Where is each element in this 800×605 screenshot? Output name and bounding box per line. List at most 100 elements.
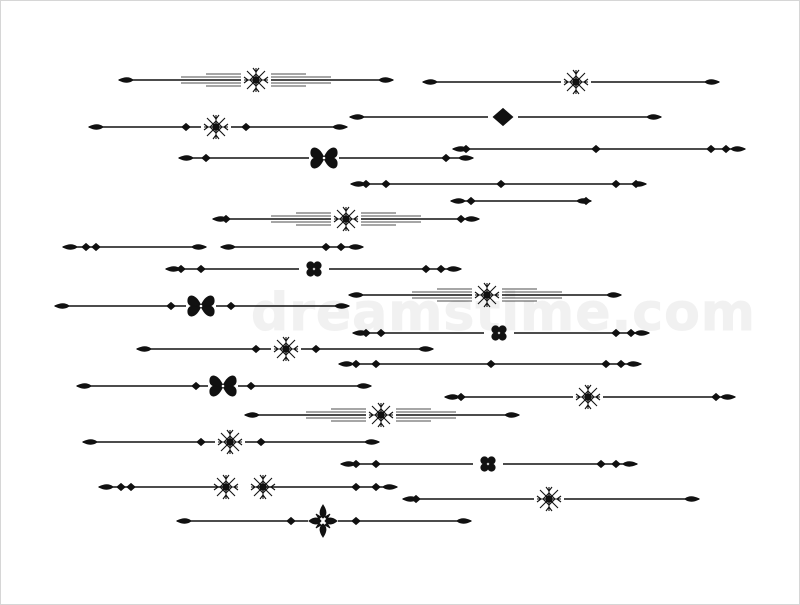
divider-simple-18 (98, 472, 398, 502)
divider-right-tip (720, 394, 736, 400)
divider-diamond (711, 393, 721, 401)
divider-diamond (91, 243, 101, 251)
divider-right-tip (622, 461, 638, 467)
divider-right-tip (704, 79, 720, 85)
divider-diamond (591, 145, 601, 153)
divider-left-tip (422, 79, 438, 85)
divider-diamond (311, 345, 321, 353)
divider-diamond (251, 345, 261, 353)
divider-diamond (81, 243, 91, 251)
divider-diamond (706, 145, 716, 153)
divider-right-tip (458, 155, 474, 161)
divider-simple-2 (349, 102, 662, 132)
divider-simple-14 (76, 371, 372, 401)
divider-diamond (616, 360, 626, 368)
divider-right-tip (356, 383, 372, 389)
divider-simple-9 (165, 254, 462, 284)
divider-diamond (441, 154, 451, 162)
divider-diamond (611, 460, 621, 468)
motif-backdrop (299, 254, 329, 284)
divider-diamond (436, 265, 446, 273)
motif-backdrop (473, 449, 503, 479)
divider-simple-4 (452, 145, 746, 153)
snowflake-motif (243, 67, 269, 93)
snowflake-motif (563, 69, 589, 95)
snowflake-motif (333, 206, 359, 232)
divider-diamond (351, 360, 361, 368)
divider-diamond (351, 483, 361, 491)
divider-simple-17 (340, 449, 638, 479)
divider-right-tip (191, 244, 207, 250)
divider-simple-19 (402, 484, 700, 514)
divider-fancy-2 (88, 112, 348, 142)
divider-diamond (611, 180, 621, 188)
divider-diamond (486, 360, 496, 368)
divider-right-tip (626, 361, 642, 367)
divider-diamond (371, 483, 381, 491)
divider-simple-3 (178, 143, 474, 173)
divider-simple-20 (176, 504, 472, 538)
divider-simple-12 (136, 334, 434, 364)
divider-diamond (166, 302, 176, 310)
divider-fancy-4 (348, 280, 622, 310)
divider-simple-13 (338, 360, 642, 368)
divider-diamond (461, 145, 471, 153)
divider-left-tip (98, 484, 114, 490)
divider-left-tip (338, 361, 354, 367)
divider-right-tip (730, 146, 746, 152)
divider-fancy-3 (212, 204, 480, 234)
divider-diamond (596, 460, 606, 468)
divider-diamond (246, 382, 256, 390)
divider-diamond (351, 517, 361, 525)
divider-diamond (361, 180, 371, 188)
divider-simple-16 (82, 427, 380, 457)
snowflake-motif (536, 486, 562, 512)
divider-simple-5 (350, 180, 647, 188)
divider-simple-6 (450, 197, 592, 205)
snowflake-motif (213, 474, 239, 500)
divider-diamond (421, 265, 431, 273)
divider-diamond (201, 154, 211, 162)
divider-diamond (221, 215, 231, 223)
divider-right-tip (446, 266, 462, 272)
divider-diamond (601, 360, 611, 368)
divider-right-tip (348, 244, 364, 250)
snowflake-motif (368, 402, 394, 428)
divider-right-tip (504, 412, 520, 418)
divider-simple-1 (422, 67, 720, 97)
divider-left-tip (349, 114, 365, 120)
divider-diamond (241, 123, 251, 131)
divider-left-tip (54, 303, 70, 309)
divider-diamond (456, 215, 466, 223)
divider-left-tip (176, 518, 192, 524)
divider-diamond (371, 460, 381, 468)
divider-diamond (256, 438, 266, 446)
divider-simple-10 (54, 291, 350, 321)
divider-simple-11 (352, 318, 650, 348)
divider-left-tip (220, 244, 236, 250)
divider-diamond (191, 382, 201, 390)
snowflake-motif (250, 474, 276, 500)
divider-left-tip (136, 346, 152, 352)
watermark: dreamstime.com (251, 283, 756, 344)
divider-diamond (466, 197, 476, 205)
divider-diamond (181, 123, 191, 131)
divider-diamond (196, 265, 206, 273)
divider-diamond (126, 483, 136, 491)
divider-diamond (351, 460, 361, 468)
divider-left-tip (450, 198, 466, 204)
divider-left-tip (118, 77, 134, 83)
divider-diamond (411, 495, 421, 503)
divider-diamond (336, 243, 346, 251)
divider-left-tip (62, 244, 78, 250)
divider-left-tip (244, 412, 260, 418)
divider-diamond (371, 360, 381, 368)
divider-left-tip (82, 439, 98, 445)
divider-simple-7 (62, 243, 207, 251)
snowflake-motif (575, 384, 601, 410)
divider-diamond (286, 517, 296, 525)
divider-diamond (381, 180, 391, 188)
divider-diamond (196, 438, 206, 446)
